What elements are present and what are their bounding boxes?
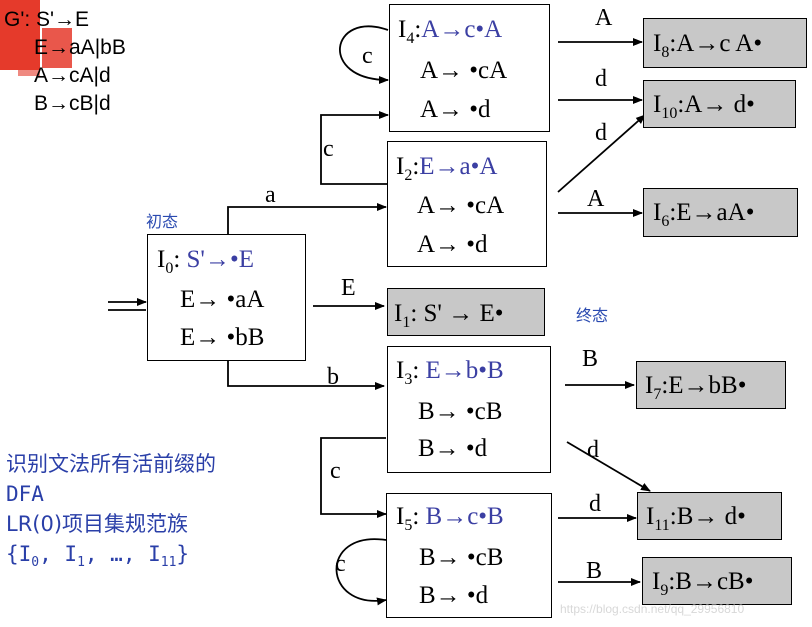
state-I5: I5: B→c•B B→ •cB B→ •d <box>386 493 552 618</box>
edge-label-A: A <box>587 186 605 212</box>
state-head: I9:B→cB• <box>652 568 754 599</box>
edge-label-d: d <box>595 120 607 146</box>
state-I8: I8:A→c A• <box>643 18 807 68</box>
state-head: I10:A→ d• <box>653 91 755 122</box>
edge-c-loop-I4 <box>339 25 389 84</box>
state-head: I3: E→b•B <box>396 357 504 388</box>
edge-label-B: B <box>586 558 603 584</box>
state-head: I4:A→c•A <box>398 16 503 47</box>
state-head: I8:A→c A• <box>653 30 763 61</box>
state-item: B→ •d <box>418 435 488 462</box>
state-item: B→ •cB <box>418 398 503 425</box>
state-head: I5: B→c•B <box>396 503 504 534</box>
grammar-rule: G': S'→E <box>4 8 90 31</box>
state-I2: I2:E→a•A A→ •cA A→ •d <box>387 141 547 267</box>
state-item: A→ •cA <box>420 57 508 84</box>
state-item: B→ •cB <box>419 544 504 571</box>
watermark: https://blog.csdn.net/qq_29956810 <box>560 602 745 616</box>
edge-label-c: c <box>335 551 346 577</box>
edge-label-c: c <box>330 458 341 484</box>
state-item: A→ •d <box>417 231 488 258</box>
initial-state-label: 初态 <box>146 212 179 231</box>
edge-label-A: A <box>595 5 613 31</box>
final-state-label: 终态 <box>576 306 609 325</box>
state-head: I2:E→a•A <box>396 153 498 184</box>
state-I7: I7:E→bB• <box>636 361 786 409</box>
state-I0: I0: S'→•E E→ •aA E→ •bB <box>147 234 306 361</box>
edge-b <box>227 360 385 390</box>
edge-label-c: c <box>362 43 373 69</box>
edge-c-I2-I4 <box>320 111 389 185</box>
state-I6: I6:E→aA• <box>643 188 798 237</box>
state-head: I1: S' → E• <box>394 300 504 331</box>
edge-c-I3-I5 <box>320 437 387 518</box>
edge-label-d: d <box>595 66 607 92</box>
decoration-red-block <box>18 48 40 76</box>
summary-line: {I0, I1, …, I11} <box>6 542 190 571</box>
state-item: A→ •cA <box>417 192 505 219</box>
summary-line: LR(0)项目集规范族 <box>6 512 189 536</box>
edge-d-I2-I10 <box>557 114 646 193</box>
edge-label-c: c <box>323 136 334 162</box>
summary-text: 识别文法所有活前缀的 DFA LR(0)项目集规范族 {I0, I1, …, I… <box>6 449 216 578</box>
state-item: B→ •d <box>419 582 489 609</box>
state-head: I0: S'→•E <box>157 246 254 277</box>
edge-label-E: E <box>341 275 356 301</box>
state-I9: I9:B→cB• <box>642 557 792 605</box>
state-I3: I3: E→b•B B→ •cB B→ •d <box>387 346 551 473</box>
grammar-rule: E→aA|bB <box>34 36 126 59</box>
decoration-red-block <box>42 28 72 68</box>
grammar-rule: A→cA|d <box>34 64 111 87</box>
state-item: E→ •aA <box>180 286 265 313</box>
summary-line: DFA <box>6 482 44 506</box>
state-I4: I4:A→c•A A→ •cA A→ •d <box>389 4 550 132</box>
state-head: I6:E→aA• <box>653 199 755 230</box>
state-I10: I10:A→ d• <box>643 80 796 128</box>
edge-a <box>227 203 387 234</box>
edge-label-B: B <box>582 346 599 372</box>
grammar: G': S'→E E→aA|bB A→cA|d B→cB|d <box>4 6 126 118</box>
grammar-rule: B→cB|d <box>34 92 111 115</box>
edge-d-I3-I11 <box>566 441 651 492</box>
edge-c-loop-I5 <box>335 538 387 606</box>
edge-label-d: d <box>587 437 599 463</box>
state-I11: I11:B→ d• <box>637 492 782 540</box>
state-head: I11:B→ d• <box>646 503 746 534</box>
summary-line: 识别文法所有活前缀的 <box>6 452 216 476</box>
state-head: I7:E→bB• <box>645 372 747 403</box>
edge-label-a: a <box>265 182 276 208</box>
state-item: A→ •d <box>420 96 491 123</box>
edge-label-b: b <box>327 364 339 390</box>
state-I1: I1: S' → E• <box>387 288 545 336</box>
edge-label-d: d <box>589 491 601 517</box>
state-item: E→ •bB <box>180 324 265 351</box>
